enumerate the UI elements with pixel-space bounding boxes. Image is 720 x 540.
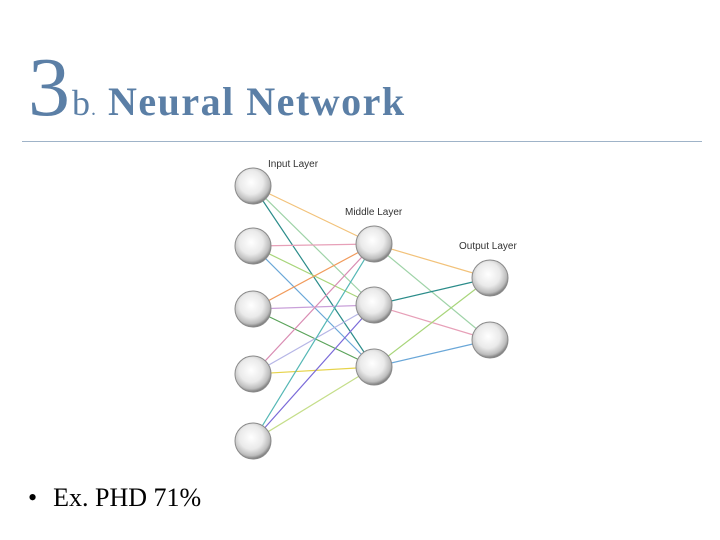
connection-input-3-middle-2 — [252, 304, 375, 310]
connection-input-2-middle-1 — [252, 243, 375, 247]
input-node-5 — [234, 422, 272, 460]
connection-input-5-middle-2 — [252, 304, 375, 442]
bullet-text: Ex. PHD 71% — [53, 483, 202, 512]
connection-middle-1-output-1 — [373, 243, 491, 279]
output-node-1 — [471, 259, 509, 297]
input-node-3 — [234, 290, 272, 328]
input-node-2 — [234, 227, 272, 265]
connection-middle-2-output-1 — [373, 277, 491, 306]
connection-input-5-middle-3 — [252, 366, 375, 442]
output-node-2 — [471, 321, 509, 359]
connections — [252, 185, 491, 442]
connection-input-5-middle-1 — [252, 243, 375, 442]
output-layer-label: Output Layer — [459, 241, 517, 252]
title-divider — [22, 141, 702, 142]
connection-middle-3-output-2 — [373, 339, 491, 368]
connection-middle-3-output-1 — [373, 277, 491, 368]
connection-input-4-middle-3 — [252, 366, 375, 375]
connection-input-1-middle-1 — [252, 185, 375, 245]
slide-title: 3 b . Neural Network — [28, 46, 406, 136]
connection-input-4-middle-2 — [252, 304, 375, 375]
connection-input-3-middle-1 — [252, 243, 375, 310]
connection-input-4-middle-1 — [252, 243, 375, 375]
middle-layer-label: Middle Layer — [345, 207, 403, 218]
title-number: 3 — [28, 41, 70, 134]
bullet-marker: • — [28, 483, 38, 512]
input-node-1 — [234, 167, 272, 205]
title-letter: b — [72, 83, 90, 123]
title-text: Neural Network — [108, 79, 406, 124]
nodes — [234, 167, 509, 460]
connection-input-2-middle-2 — [252, 245, 375, 306]
connection-input-3-middle-3 — [252, 308, 375, 368]
middle-node-2 — [355, 286, 393, 324]
middle-node-3 — [355, 348, 393, 386]
input-layer-label: Input Layer — [268, 159, 319, 170]
bullet-item: • Ex. PHD 71% — [28, 483, 201, 513]
input-node-4 — [234, 355, 272, 393]
middle-node-1 — [355, 225, 393, 263]
title-separator: . — [91, 98, 96, 120]
